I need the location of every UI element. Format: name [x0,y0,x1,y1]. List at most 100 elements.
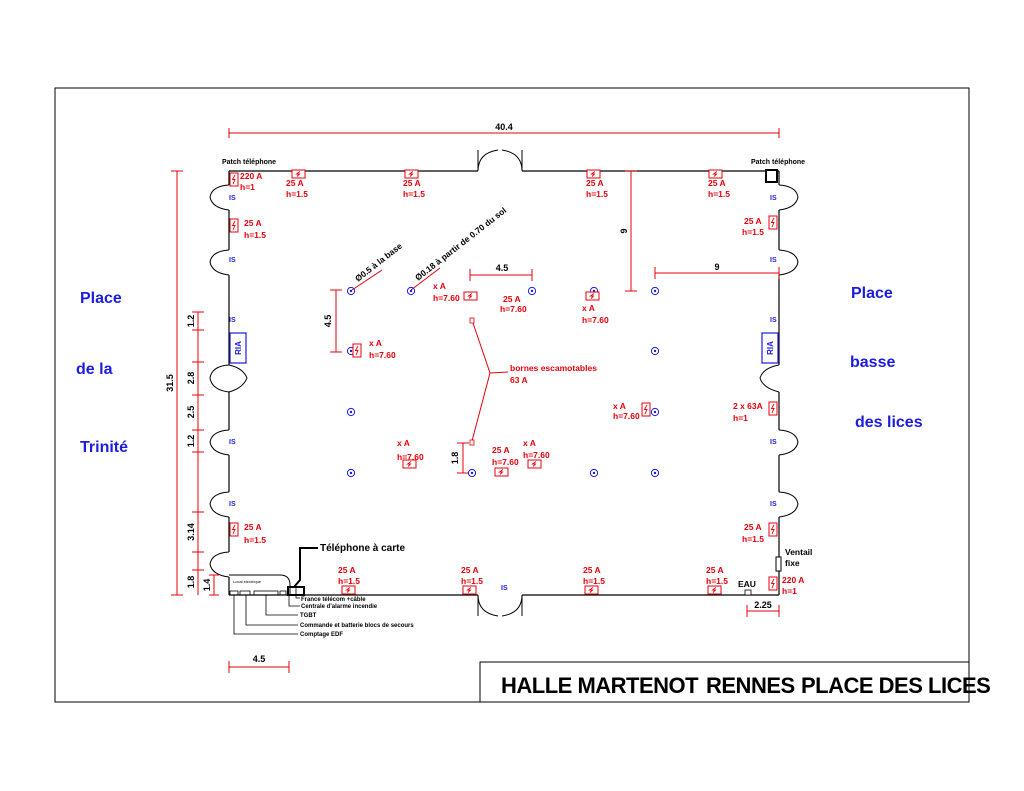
bollard-icon [589,468,599,478]
dim-segment: 2.5 [186,406,196,419]
bollard-icon [650,468,660,478]
legend-item: Centrale d'alarme incendie [301,604,378,610]
outlet-amp: 25 A [708,178,726,188]
is-label: IS [229,257,236,264]
bollard-icon [650,346,660,356]
bollard-icon [650,407,660,417]
right-side-line2: basse [850,354,895,371]
power-outlet-icon [768,401,778,416]
ria-box [761,332,779,364]
outlet-amp: 25 A [244,218,262,228]
power-outlet-icon [229,522,239,537]
outlet-amp: 2 x 63A [733,401,763,411]
outlet-amp: 25 A [706,565,724,575]
outlet-amp: 25 A [744,522,762,532]
outlet-height: h=7.60 [523,450,550,460]
dim-right-9: 9 [714,262,719,272]
local-label: Local électrique [233,579,262,584]
outlet-height: h=7.60 [397,452,424,462]
bollard-icon [467,468,477,478]
eau-label: EAU [738,579,756,589]
fixe-label: fixe [785,558,800,568]
power-outlet-icon [586,169,601,179]
patch-telephone-left: Patch téléphone [222,159,276,166]
title-city: RENNES [706,673,795,698]
dim-segment: 1.4 [202,579,212,592]
outlet-amp: 25 A [286,178,304,188]
power-outlet-icon [462,585,477,595]
eau-box [744,589,752,596]
outlet-amp: x A [397,438,410,448]
outlet-height: h=1.5 [338,576,360,586]
outlet-height: h=1.5 [586,189,608,199]
outlet-height: h=1.5 [286,189,308,199]
outlet-amp: x A [433,281,446,291]
outlet-height: h=1.5 [403,189,425,199]
outlet-height: h=1.5 [461,576,483,586]
outlet-amp: 220 A [240,171,262,181]
is-label: IS [229,317,236,324]
outlet-amp: x A [369,338,382,348]
dim-bollard-vertical: 4.5 [323,315,333,328]
outlet-amp: 25 A [503,294,521,304]
power-outlet-icon [352,343,362,358]
outlet-height: h=1.5 [742,534,764,544]
electrical-room [229,574,305,596]
outlet-height: h=7.60 [369,350,396,360]
dim-bollard-spacing: 4.5 [496,263,509,273]
outlet-amp: 25 A [461,565,479,575]
outlet-height: h=7.60 [433,293,460,303]
dim-eau: 2.25 [754,600,772,610]
power-outlet-icon [494,467,509,477]
power-outlet-icon [768,576,778,591]
outlet-height: h=1.5 [706,576,728,586]
is-label: IS [770,257,777,264]
power-outlet-icon [527,459,542,469]
diameter-base-label: Ø0.5 à la base [353,241,404,284]
right-side-line3: des lices [855,414,923,431]
outlet-amp: 220 A [782,575,804,585]
title-name: HALLE MARTENOT [501,673,699,698]
outlet-height: h=1 [733,413,748,423]
dim-1-8: 1.8 [450,452,460,465]
power-outlet-icon [404,169,419,179]
outlet-amp: x A [523,438,536,448]
power-outlet-icon [708,169,723,179]
outlet-height: h=7.60 [582,315,609,325]
power-outlet-icon [641,402,651,417]
left-side-line3: Trinité [80,439,128,456]
left-side-line2: de la [76,361,113,378]
dim-segment: 1.2 [186,315,196,328]
outlet-height: h=1.5 [742,227,764,237]
outlet-amp: 25 A [244,522,262,532]
power-outlet-icon [291,169,306,179]
dim-width: 40.4 [495,122,513,132]
bollard-icon [346,286,356,296]
ventail-label: Ventail [785,547,812,557]
power-outlet-icon [584,585,599,595]
dimension-lines [171,128,780,673]
dim-segment: 1.8 [186,576,196,589]
power-outlet-icon [768,215,778,230]
outlet-amp: 25 A [744,216,762,226]
legend-item: France télécom +câble [301,597,366,603]
bollard-icon [527,286,537,296]
dim-segment: 1.2 [186,435,196,448]
power-outlet-icon [229,218,239,233]
outlet-height: h=7.60 [613,411,640,421]
power-outlet-icon [585,291,600,301]
outlet-height: h=7.60 [500,304,527,314]
ria-label: RIA [766,341,775,355]
left-side-line1: Place [80,290,122,307]
bornes-label: bornes escamotables [510,363,597,373]
building-walls [228,170,780,596]
dim-segment: 2.8 [186,372,196,385]
outlet-height: h=1.5 [583,576,605,586]
outlet-amp: 25 A [338,565,356,575]
borne-marker [469,439,475,446]
legend-leaders [233,587,300,635]
outlet-height: h=1.5 [244,230,266,240]
title-place: PLACE DES LICES [801,673,990,698]
outlet-amp: x A [613,401,626,411]
